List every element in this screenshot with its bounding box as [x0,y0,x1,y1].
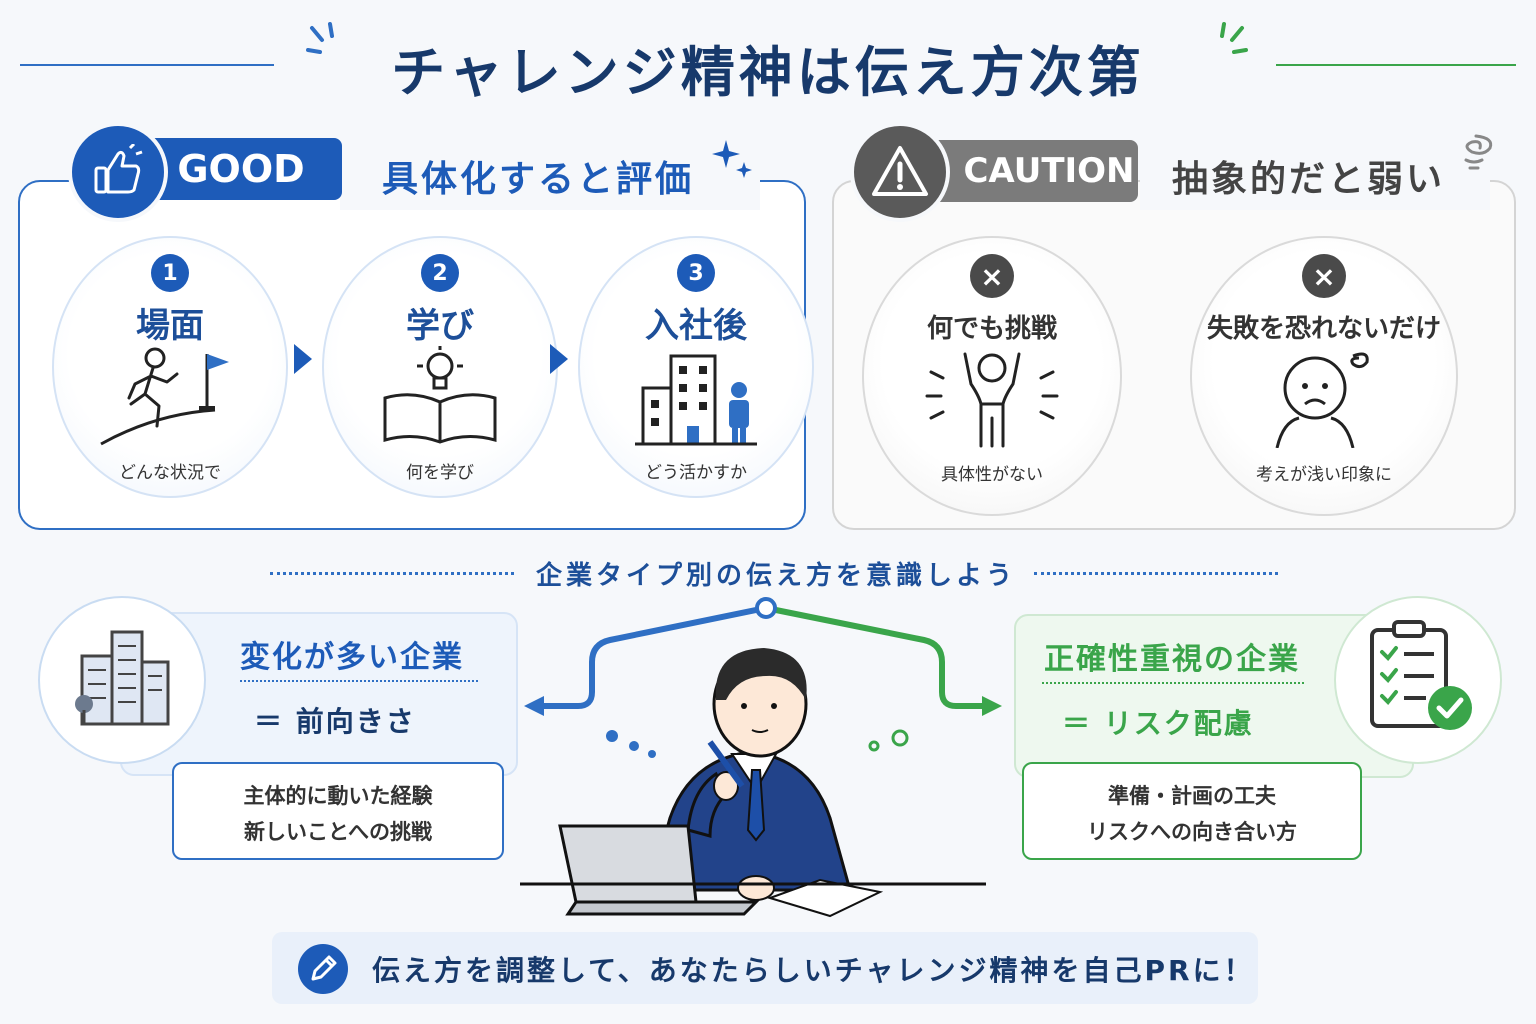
cross-mark-icon: × [1302,254,1346,298]
step-1-sub: どんな状況で [119,463,221,483]
step-arrow-2 [550,344,568,374]
pencil-icon [298,944,348,994]
warning-triangle-icon [850,122,950,222]
left-type-title: 変化が多い企業 [240,640,464,675]
sparkle-star-icon [712,140,752,178]
cheering-person-icon [925,352,1059,448]
step-2-label: 学び [406,306,474,346]
title-rule-right [1276,64,1516,66]
thinking-businessman-illustration [520,648,986,918]
left-type-value: ＝ 前向きさ [254,705,416,738]
caution-item-2-label: 失敗を恐れないだけ [1206,314,1441,344]
left-type-line-1: 主体的に動いた経験 [243,784,433,808]
middle-title: 企業タイプ別の伝え方を意識しよう [536,561,1017,591]
caution-item-1-label: 何でも挑戦 [926,314,1057,344]
caution-item-2-sub: 考えが浅い印象に [1256,465,1392,485]
caution-tag-label: CAUTION [963,151,1135,191]
swirl-icon [1464,134,1493,170]
left-type-line-2: 新しいことへの挑戦 [244,820,432,844]
climbing-person-flag-icon [100,347,229,446]
clipboard-checklist-icon [1370,620,1472,730]
right-type-icon-circle [1334,596,1502,764]
left-type-detail: 主体的に動いた経験 新しいことへの挑戦 [172,762,504,860]
middle-dotline-right [1034,572,1278,575]
right-type-value: ＝ リスク配慮 [1062,707,1254,740]
thumbs-up-icon [68,122,168,222]
good-tag-label: GOOD [177,147,305,191]
left-type-icon-circle [38,596,206,764]
step-1-label: 場面 [136,306,204,346]
step-3-sub: どう活かすか [645,463,747,483]
right-type-title: 正確性重視の企業 [1044,642,1300,677]
cross-mark-icon: × [970,254,1014,298]
office-building-person-icon [635,354,757,446]
good-heading-bg [340,150,760,210]
sparkle-right-icon [1220,22,1248,54]
step-3-label: 入社後 [645,306,747,346]
caution-item-2-circle: × 失敗を恐れないだけ 考えが浅い印象に [1190,236,1458,516]
step-1-circle: 1 場面 どんな状況で [52,236,288,498]
title-rule-left [20,64,274,66]
left-type-divider [240,680,478,682]
city-buildings-icon [75,630,170,726]
step-3-circle: 3 入社後 どう活かすか [578,236,814,498]
sparkle-left-icon [306,22,334,54]
good-heading: 具体化すると評価 [382,159,695,200]
caution-heading-bg [1140,150,1490,210]
step-2-circle: 2 学び 何を学び [322,236,558,498]
middle-dotline-left [270,572,514,575]
step-arrow-1 [294,344,312,374]
caution-item-1-sub: 具体性がない [941,465,1043,485]
caution-item-1-circle: × 何でも挑戦 具体性がない [862,236,1122,516]
branch-arrows [524,597,1002,716]
right-type-divider [1042,682,1304,684]
footer-banner: 伝え方を調整して、あなたらしいチャレンジ精神を自己PRに！ [272,932,1258,1004]
right-type-line-1: 準備・計画の工夫 [1108,784,1276,808]
right-type-detail: 準備・計画の工夫 リスクへの向き合い方 [1022,762,1362,860]
footer-message: 伝え方を調整して、あなたらしいチャレンジ精神を自己PRに！ [372,954,1255,987]
step-3-number: 3 [677,254,715,292]
step-2-number: 2 [421,254,459,292]
step-1-number: 1 [151,254,189,292]
step-2-sub: 何を学び [406,463,474,483]
lightbulb-book-icon [383,346,497,444]
caution-heading: 抽象的だと弱い [1172,159,1446,200]
right-type-line-2: リスクへの向き合い方 [1087,820,1297,844]
worried-face-icon [1275,352,1369,448]
page-title: チャレンジ精神は伝え方次第 [391,41,1145,104]
